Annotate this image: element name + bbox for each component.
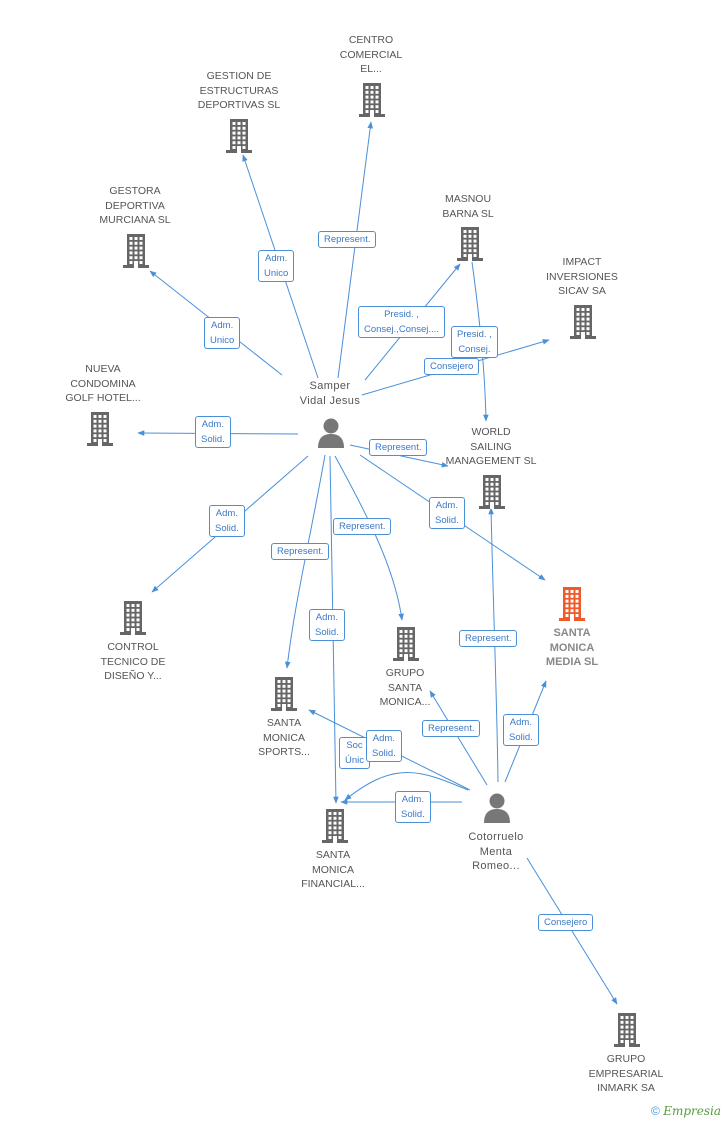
edge-arrow-19 bbox=[526, 857, 618, 1005]
building-icon[interactable] bbox=[393, 627, 419, 666]
building-icon[interactable] bbox=[614, 1013, 640, 1052]
edge-label[interactable]: Adm. Solid. bbox=[429, 497, 465, 529]
edge-label[interactable]: Adm. Unico bbox=[258, 250, 295, 282]
building-icon[interactable] bbox=[322, 809, 348, 848]
edge-label[interactable]: Adm. Unico bbox=[204, 317, 241, 349]
building-icon[interactable] bbox=[226, 119, 252, 158]
brand-logo-text: Empresia bbox=[663, 1104, 721, 1118]
edge-label[interactable]: Adm. Solid. bbox=[395, 791, 431, 823]
person-icon[interactable] bbox=[483, 793, 511, 828]
building-icon[interactable] bbox=[457, 227, 483, 266]
node-label-control-tecnico[interactable]: CONTROL TECNICO DE DISEÑO Y... bbox=[100, 641, 166, 682]
edge-label[interactable]: Consejero bbox=[538, 914, 594, 931]
person-icon[interactable] bbox=[317, 418, 345, 453]
building-icon[interactable] bbox=[123, 234, 149, 273]
edge-label[interactable]: Adm. Solid. bbox=[366, 730, 402, 762]
node-label-impact-inversiones[interactable]: IMPACT INVERSIONES SICAV SA bbox=[546, 256, 618, 297]
edge-label[interactable]: Represent. bbox=[422, 720, 481, 737]
node-label-gestora-deportiva[interactable]: GESTORA DEPORTIVA MURCIANA SL bbox=[99, 185, 171, 226]
edge-label[interactable]: Represent. bbox=[271, 543, 330, 560]
edge-arrow-10 bbox=[334, 455, 404, 621]
edge-label[interactable]: Consejero bbox=[424, 358, 480, 375]
edge-label[interactable]: Adm. Solid. bbox=[209, 505, 245, 537]
edge-arrow-15 bbox=[344, 772, 469, 801]
node-label-santa-monica-financial[interactable]: SANTA MONICA FINANCIAL... bbox=[301, 849, 365, 890]
node-label-centro-comercial[interactable]: CENTRO COMERCIAL EL... bbox=[339, 34, 403, 75]
node-label-santa-monica-sports[interactable]: SANTA MONICA SPORTS... bbox=[258, 717, 310, 758]
footer-brand: © Empresia bbox=[651, 1104, 721, 1118]
edge-label[interactable]: Soc Únic bbox=[339, 737, 371, 769]
node-label-cotorruelo-menta[interactable]: Cotorruelo Menta Romeo... bbox=[468, 831, 524, 872]
building-icon[interactable] bbox=[570, 305, 596, 344]
edge-arrow-17 bbox=[488, 507, 499, 783]
edge-label[interactable]: Adm. Solid. bbox=[195, 416, 231, 448]
edge-arrow-0 bbox=[337, 121, 373, 379]
building-icon-highlight[interactable] bbox=[559, 587, 585, 626]
node-label-masnou-barna[interactable]: MASNOU BARNA SL bbox=[442, 193, 494, 220]
edge-arrow-11 bbox=[284, 454, 326, 669]
building-icon[interactable] bbox=[87, 412, 113, 451]
edge-label[interactable]: Adm. Solid. bbox=[309, 609, 345, 641]
edge-label[interactable]: Presid. , Consej. bbox=[451, 326, 498, 358]
edge-arrow-16 bbox=[429, 690, 488, 786]
node-label-nueva-condomina[interactable]: NUEVA CONDOMINA GOLF HOTEL... bbox=[65, 363, 141, 404]
edge-label[interactable]: Adm. Solid. bbox=[503, 714, 539, 746]
edge-label[interactable]: Represent. bbox=[333, 518, 392, 535]
node-label-world-sailing[interactable]: WORLD SAILING MANAGEMENT SL bbox=[445, 426, 537, 467]
building-icon[interactable] bbox=[359, 83, 385, 122]
edge-label[interactable]: Represent. bbox=[318, 231, 377, 248]
edge-label[interactable]: Presid. , Consej.,Consej.... bbox=[358, 306, 445, 338]
node-label-samper-vidal[interactable]: Samper Vidal Jesus bbox=[299, 380, 361, 407]
node-label-grupo-inmark[interactable]: GRUPO EMPRESARIAL INMARK SA bbox=[588, 1053, 664, 1094]
node-label-grupo-santa-monica[interactable]: GRUPO SANTA MONICA... bbox=[379, 667, 431, 708]
building-icon[interactable] bbox=[120, 601, 146, 640]
copyright-symbol: © bbox=[651, 1104, 660, 1118]
building-icon[interactable] bbox=[479, 475, 505, 514]
building-icon[interactable] bbox=[271, 677, 297, 716]
node-label-santa-monica-media[interactable]: SANTA MONICA MEDIA SL bbox=[545, 627, 599, 668]
node-label-gestion-estructuras[interactable]: GESTION DE ESTRUCTURAS DEPORTIVAS SL bbox=[197, 70, 281, 111]
edge-label[interactable]: Represent. bbox=[459, 630, 518, 647]
edge-label[interactable]: Represent. bbox=[369, 439, 428, 456]
